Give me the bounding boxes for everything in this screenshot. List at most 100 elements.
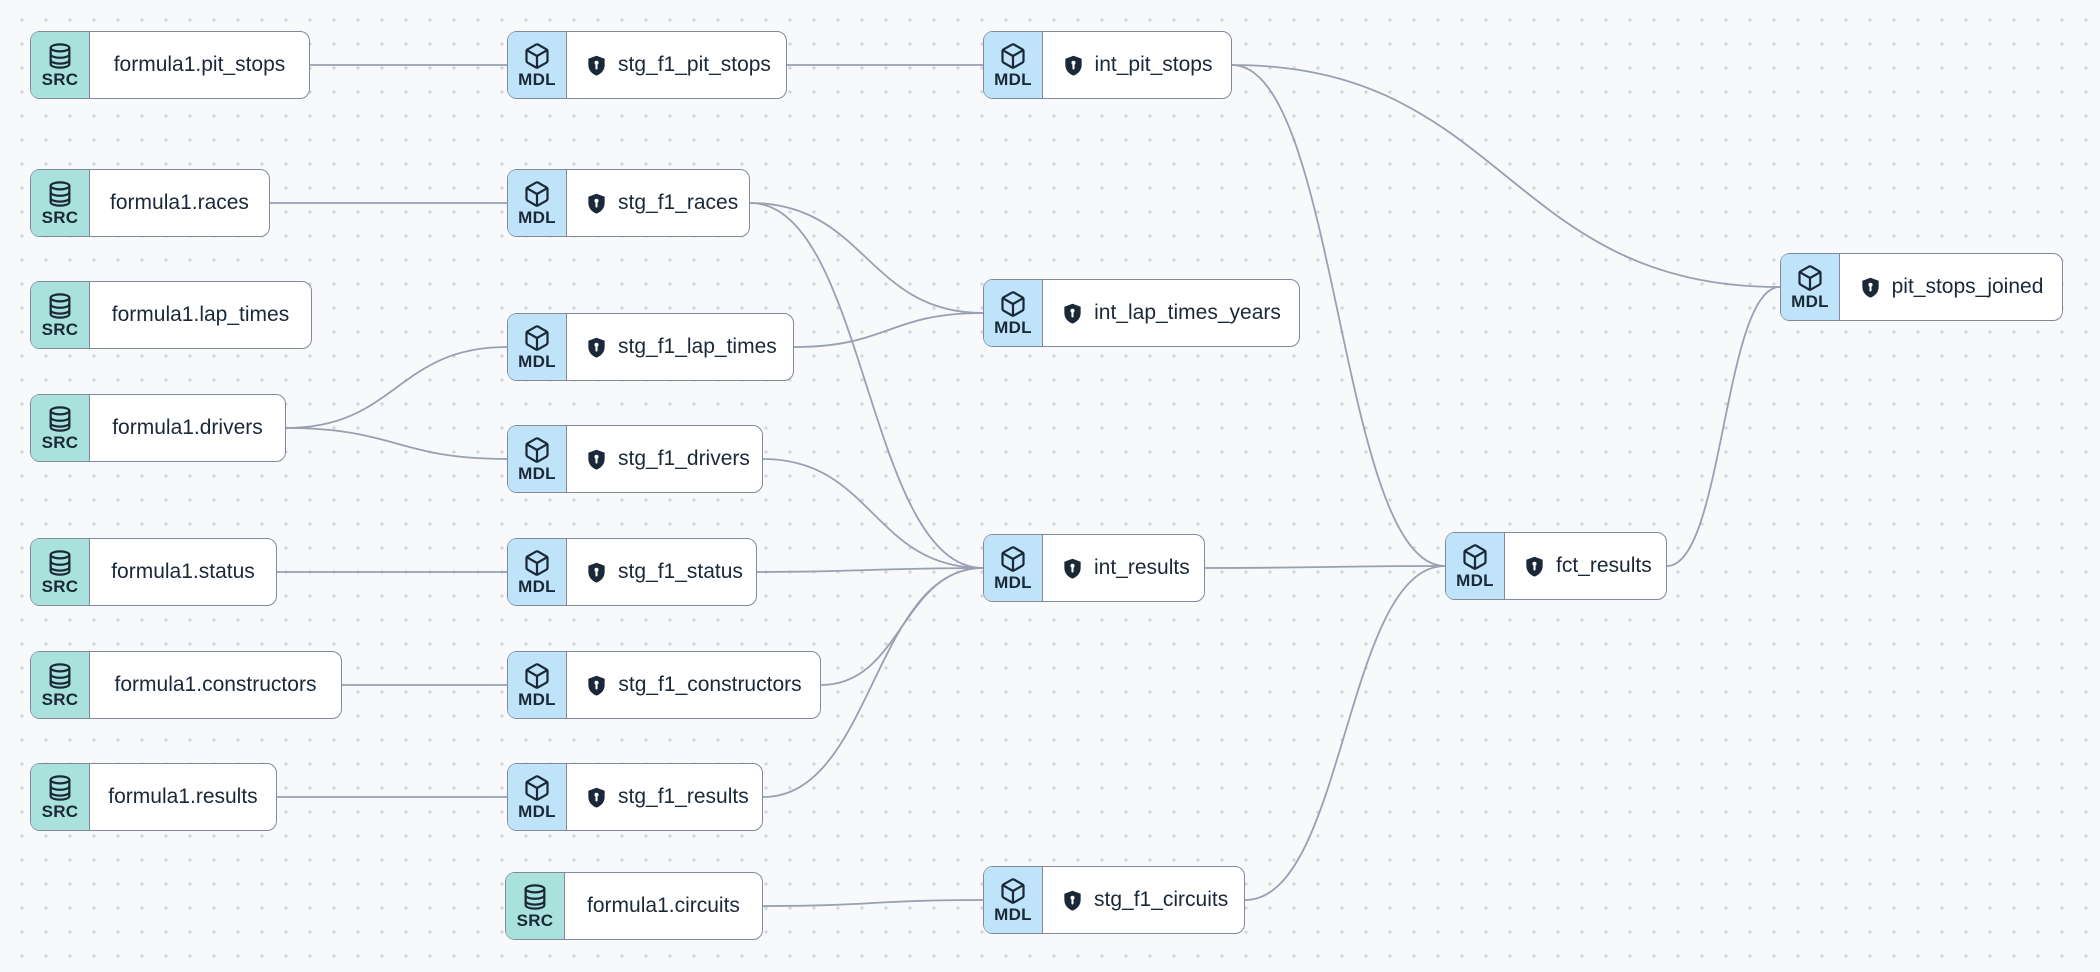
node-body: int_pit_stops — [1043, 32, 1231, 98]
database-icon — [46, 42, 74, 70]
node-formula1-races[interactable]: SRC formula1.races — [30, 169, 270, 237]
node-fct-results[interactable]: MDL fct_results — [1445, 532, 1667, 600]
node-type-badge: MDL — [508, 32, 567, 98]
edge-stg_lap_times-to-int_lap_times_years — [793, 312, 984, 348]
node-body: formula1.pit_stops — [90, 32, 309, 98]
node-type-label: MDL — [518, 352, 556, 371]
node-label: formula1.constructors — [114, 673, 317, 696]
node-int-lap-times-years[interactable]: MDL int_lap_times_years — [983, 279, 1300, 347]
node-body: fct_results — [1505, 533, 1670, 599]
shield-icon — [585, 786, 608, 809]
cube-icon — [999, 877, 1027, 905]
node-label: pit_stops_joined — [1891, 275, 2044, 298]
node-type-badge: SRC — [31, 170, 90, 236]
node-label: formula1.pit_stops — [113, 53, 286, 76]
node-formula1-status[interactable]: SRC formula1.status — [30, 538, 277, 606]
node-type-badge: SRC — [31, 539, 90, 605]
node-body: stg_f1_status — [567, 539, 761, 605]
node-type-label: SRC — [41, 320, 79, 339]
node-formula1-lap-times[interactable]: SRC formula1.lap_times — [30, 281, 312, 349]
node-formula1-constructors[interactable]: SRC formula1.constructors — [30, 651, 342, 719]
node-type-label: MDL — [1456, 571, 1494, 590]
node-type-label: MDL — [518, 208, 556, 227]
cube-icon — [523, 436, 551, 464]
node-type-badge: MDL — [508, 426, 567, 492]
database-icon — [46, 180, 74, 208]
node-type-label: MDL — [518, 802, 556, 821]
node-label: stg_f1_results — [618, 785, 749, 808]
edge-fct_results-to-pit_stops_joined — [1666, 286, 1781, 567]
cube-icon — [999, 290, 1027, 318]
shield-icon — [1523, 555, 1546, 578]
node-body: formula1.drivers — [90, 395, 285, 461]
node-type-badge: SRC — [31, 652, 90, 718]
shield-icon — [585, 192, 608, 215]
node-body: int_lap_times_years — [1043, 280, 1299, 346]
database-icon — [46, 662, 74, 690]
node-type-label: MDL — [518, 690, 556, 709]
shield-icon — [585, 674, 608, 697]
node-stg-f1-drivers[interactable]: MDL stg_f1_drivers — [507, 425, 763, 493]
shield-icon — [1859, 276, 1882, 299]
database-icon — [46, 549, 74, 577]
cube-icon — [999, 42, 1027, 70]
node-body: formula1.status — [90, 539, 276, 605]
node-body: formula1.constructors — [90, 652, 341, 718]
node-body: formula1.results — [90, 764, 276, 830]
edge-src_drivers-to-stg_lap_times — [285, 346, 508, 429]
node-type-label: SRC — [41, 208, 79, 227]
node-label: stg_f1_drivers — [618, 447, 750, 470]
node-type-badge: SRC — [31, 282, 90, 348]
node-label: stg_f1_races — [618, 191, 739, 214]
node-stg-f1-status[interactable]: MDL stg_f1_status — [507, 538, 757, 606]
node-label: int_lap_times_years — [1094, 301, 1281, 324]
node-label: formula1.lap_times — [111, 303, 290, 326]
node-stg-f1-results[interactable]: MDL stg_f1_results — [507, 763, 763, 831]
node-body: stg_f1_drivers — [567, 426, 768, 492]
node-type-badge: MDL — [1446, 533, 1505, 599]
node-label: formula1.status — [111, 560, 255, 583]
shield-icon — [1061, 557, 1084, 580]
node-stg-f1-constructors[interactable]: MDL stg_f1_constructors — [507, 651, 821, 719]
cube-icon — [1796, 264, 1824, 292]
node-label: formula1.results — [108, 785, 258, 808]
cube-icon — [999, 545, 1027, 573]
node-body: stg_f1_races — [567, 170, 756, 236]
edge-src_circuits-to-stg_circuits — [762, 899, 984, 907]
node-type-badge: MDL — [984, 535, 1043, 601]
edge-int_results-to-fct_results — [1204, 565, 1446, 569]
node-body: stg_f1_constructors — [567, 652, 820, 718]
cube-icon — [523, 662, 551, 690]
node-formula1-drivers[interactable]: SRC formula1.drivers — [30, 394, 286, 462]
node-type-badge: MDL — [508, 539, 567, 605]
node-type-badge: MDL — [984, 280, 1043, 346]
node-stg-f1-races[interactable]: MDL stg_f1_races — [507, 169, 750, 237]
node-type-badge: MDL — [508, 652, 567, 718]
node-type-badge: MDL — [984, 32, 1043, 98]
edge-stg_races-to-int_lap_times_years — [749, 202, 984, 314]
node-type-label: MDL — [518, 70, 556, 89]
node-type-label: MDL — [994, 573, 1032, 592]
node-type-label: MDL — [994, 318, 1032, 337]
node-formula1-results[interactable]: SRC formula1.results — [30, 763, 277, 831]
node-type-label: SRC — [516, 911, 554, 930]
cube-icon — [523, 324, 551, 352]
node-type-label: SRC — [41, 690, 79, 709]
edge-int_pit_stops-to-fct_results — [1231, 64, 1446, 567]
edge-stg_results-to-int_results — [762, 567, 984, 798]
node-type-badge: SRC — [31, 764, 90, 830]
node-type-label: SRC — [41, 433, 79, 452]
node-body: formula1.races — [90, 170, 269, 236]
edge-stg_status-to-int_results — [756, 567, 984, 573]
node-label: stg_f1_status — [618, 560, 743, 583]
